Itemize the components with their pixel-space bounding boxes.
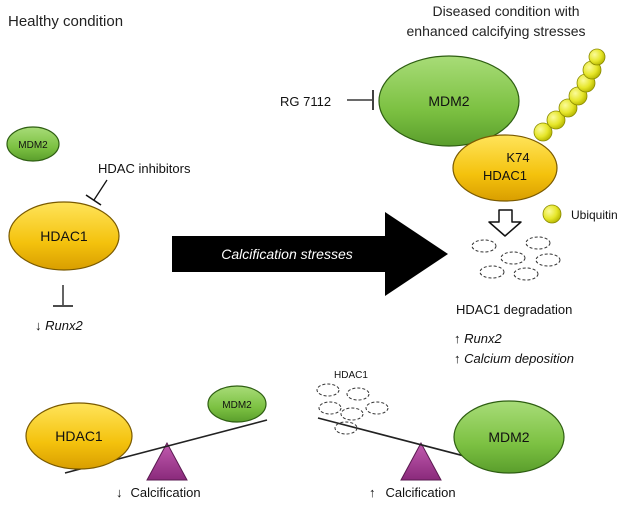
rg7112-label: RG 7112	[280, 94, 331, 109]
healthy-condition-title: Healthy condition	[8, 13, 123, 30]
mdm2-balance-large-label: MDM2	[488, 429, 529, 445]
calcification-stresses-label: Calcification stresses	[221, 246, 353, 262]
balance-right: HDAC1 MDM2 ↑Calcification	[316, 370, 565, 500]
degradation-arrow	[488, 209, 522, 237]
calcification-up-text: ↑Calcification	[369, 485, 456, 500]
calcification-stresses-arrow: Calcification stresses	[172, 212, 448, 296]
runx2-down-text: ↓ Runx2	[35, 318, 83, 333]
mdm2-small-label: MDM2	[18, 140, 48, 151]
diseased-title-line1: Diseased condition with	[432, 3, 579, 19]
hdac1-balance-node: HDAC1	[25, 402, 133, 470]
hdac1-fragments-label: HDAC1	[334, 370, 368, 381]
hdac1-fragment	[479, 265, 505, 279]
hdac1-healthy-node: HDAC1	[8, 201, 120, 271]
hdac1-fragments-lower	[316, 383, 389, 435]
runx2-up-label: Runx2	[464, 331, 502, 346]
runx2-inhibition-line	[53, 285, 73, 307]
hdac1-balance-label: HDAC1	[55, 428, 103, 444]
inhibitor-line	[85, 179, 108, 206]
hdac1-fragment	[535, 253, 561, 267]
calcium-deposition-text: ↑ Calcium deposition	[454, 351, 574, 366]
ubiquitin-legend-icon	[542, 204, 562, 224]
ubiquitin-legend: Ubiquitin	[542, 204, 618, 224]
hdac1-fragment	[334, 421, 358, 435]
rg7112-inhibition-line	[347, 90, 374, 110]
ubiquitin-chain	[533, 48, 606, 142]
hdac1-k74-label: HDAC1	[483, 168, 527, 183]
mdm2-large-label: MDM2	[428, 93, 469, 109]
ubiquitin-bead	[546, 110, 566, 130]
hdac1-fragment	[513, 267, 539, 281]
hdac1-fragment	[346, 387, 370, 401]
mdm2-balance-large-node: MDM2	[453, 400, 565, 474]
ubiquitin-legend-label: Ubiquitin	[571, 208, 618, 222]
hdac1-fragment	[365, 401, 389, 415]
hdac1-degradation-label: HDAC1 degradation	[456, 302, 572, 317]
hdac1-fragment	[316, 383, 340, 397]
hdac1-k74-node: K74 HDAC1	[452, 134, 558, 202]
calcium-deposition-label: Calcium deposition	[464, 351, 574, 366]
calcification-down-text: ↓Calcification	[116, 485, 201, 500]
mdm2-small-node: MDM2	[6, 126, 60, 162]
fulcrum-right	[400, 441, 442, 481]
hdac1-fragment	[318, 401, 342, 415]
hdac1-fragment	[500, 251, 526, 265]
runx2-label: Runx2	[45, 318, 83, 333]
runx2-up-text: ↑ Runx2	[454, 331, 502, 346]
hdac1-healthy-label: HDAC1	[40, 228, 88, 244]
mdm2-balance-small-node: MDM2	[207, 385, 267, 423]
balance-left: HDAC1 MDM2 ↓Calcification	[25, 385, 268, 500]
hdac1-fragment	[471, 239, 497, 253]
calcification-up-label: Calcification	[386, 485, 456, 500]
hdac1-fragment	[340, 407, 364, 421]
ubiquitin-bead	[533, 122, 553, 142]
mdm2-balance-small-label: MDM2	[222, 400, 252, 411]
k74-label: K74	[506, 150, 529, 165]
hdac-inhibitors-label: HDAC inhibitors	[98, 161, 191, 176]
hdac1-fragment	[525, 236, 551, 250]
diseased-title-line2: enhanced calcifying stresses	[407, 23, 586, 39]
hdac1-fragments-upper	[471, 236, 561, 281]
ubiquitin-bead	[588, 48, 606, 66]
mdm2-large-node: MDM2	[378, 55, 520, 147]
fulcrum-left	[146, 441, 188, 481]
calcification-down-label: Calcification	[131, 485, 201, 500]
